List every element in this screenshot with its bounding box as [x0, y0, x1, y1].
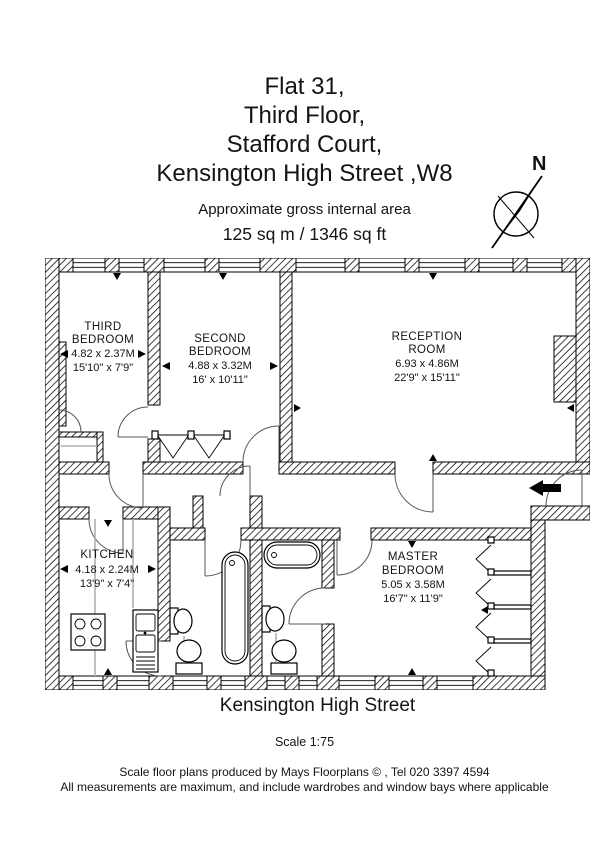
street-label: Kensington High Street	[219, 695, 416, 716]
master-bedroom-name-2: BEDROOM	[382, 565, 444, 577]
kitchen-hob	[70, 613, 106, 651]
ensuite-bathtub	[263, 541, 321, 569]
title-line-4: Kensington High Street ,W8	[156, 160, 453, 187]
third-bedroom-name-1: THIRD	[84, 321, 121, 333]
kitchen-metric: 4.18 x 2.24M	[75, 564, 139, 576]
kitchen-door-arc	[88, 518, 124, 554]
second-bedroom-name-1: SECOND	[194, 333, 246, 345]
area-value: 125 sq m / 1346 sq ft	[222, 224, 387, 244]
floor-plan: THIRD BEDROOM 4.82 x 2.37M 15'10" x 7'9"…	[45, 258, 590, 690]
master-bedroom-imperial: 16'7" x 11'9"	[383, 593, 443, 605]
kitchen-sink	[132, 609, 159, 673]
master-bedroom-door-arc	[336, 539, 373, 576]
third-bedroom-imperial: 15'10" x 7'9"	[73, 362, 133, 374]
north-label: N	[532, 153, 546, 175]
bedroom-connecting-door-arc	[117, 406, 149, 438]
scale-label: Scale 1:75	[274, 735, 335, 749]
reception-name-1: RECEPTION	[392, 331, 463, 343]
compass-cross-line	[497, 195, 535, 239]
third-bedroom-metric: 4.82 x 2.37M	[71, 348, 135, 360]
room-kitchen-label: KITCHEN 4.18 x 2.24M 13'9" x 7'4"	[75, 549, 139, 590]
second-bedroom-name-2: BEDROOM	[189, 346, 251, 358]
vestibule-door-arc	[219, 465, 251, 497]
ensuite-basin	[261, 605, 285, 633]
footer-disclaimer: All measurements are maximum, and includ…	[60, 780, 549, 794]
reception-imperial: 22'9" x 15'11"	[394, 372, 460, 384]
bathroom-basin	[169, 607, 193, 635]
third-bedroom-name-2: BEDROOM	[72, 334, 134, 346]
third-bedroom-door-arc	[108, 473, 144, 509]
closet-door-arc	[58, 409, 82, 433]
title-line-1: Flat 31,	[264, 73, 345, 100]
master-wardrobe	[475, 536, 532, 677]
room-reception-label: RECEPTION ROOM 6.93 x 4.86M 22'9" x 15'1…	[392, 331, 463, 384]
reception-door-arc	[394, 473, 434, 513]
compass-arrow-icon	[504, 176, 542, 232]
compass-needle-line	[491, 175, 543, 249]
area-label: Approximate gross internal area	[198, 201, 411, 218]
ensuite-toilet	[270, 639, 298, 675]
bathroom-toilet	[175, 639, 203, 675]
second-bedroom-imperial: 16' x 10'11"	[192, 374, 248, 386]
title-line-3: Stafford Court,	[226, 131, 383, 158]
dimension-ticks-group	[60, 273, 574, 675]
second-bedroom-door-arc	[242, 425, 280, 463]
header-title: Flat 31, Third Floor, Stafford Court, Ke…	[0, 72, 609, 188]
compass-circle	[493, 191, 539, 237]
reception-name-2: ROOM	[408, 344, 445, 356]
master-bedroom-name-1: MASTER	[388, 551, 438, 563]
reception-metric: 6.93 x 4.86M	[395, 358, 459, 370]
room-master-bedroom-label: MASTER BEDROOM 5.05 x 3.58M 16'7" x 11'9…	[381, 551, 445, 605]
footer-credit: Scale floor plans produced by Mays Floor…	[119, 765, 490, 779]
kitchen-imperial: 13'9" x 7'4"	[80, 578, 134, 590]
compass: N	[491, 153, 546, 249]
title-line-2: Third Floor,	[243, 102, 366, 129]
kitchen-name: KITCHEN	[80, 549, 133, 561]
room-second-bedroom-label: SECOND BEDROOM 4.88 x 3.32M 16' x 10'11"	[188, 333, 252, 386]
doors-group	[58, 406, 583, 677]
entrance-door-arc	[545, 469, 583, 507]
master-bedroom-metric: 5.05 x 3.58M	[381, 579, 445, 591]
entrance-arrow-icon	[529, 480, 561, 496]
walls-group	[45, 258, 590, 690]
second-bedroom-metric: 4.88 x 3.32M	[188, 360, 252, 372]
second-bedroom-wardrobe	[151, 430, 231, 459]
room-third-bedroom-label: THIRD BEDROOM 4.82 x 2.37M 15'10" x 7'9"	[71, 321, 135, 374]
bathroom-bathtub	[221, 551, 249, 665]
ensuite-door-arc	[288, 587, 326, 625]
